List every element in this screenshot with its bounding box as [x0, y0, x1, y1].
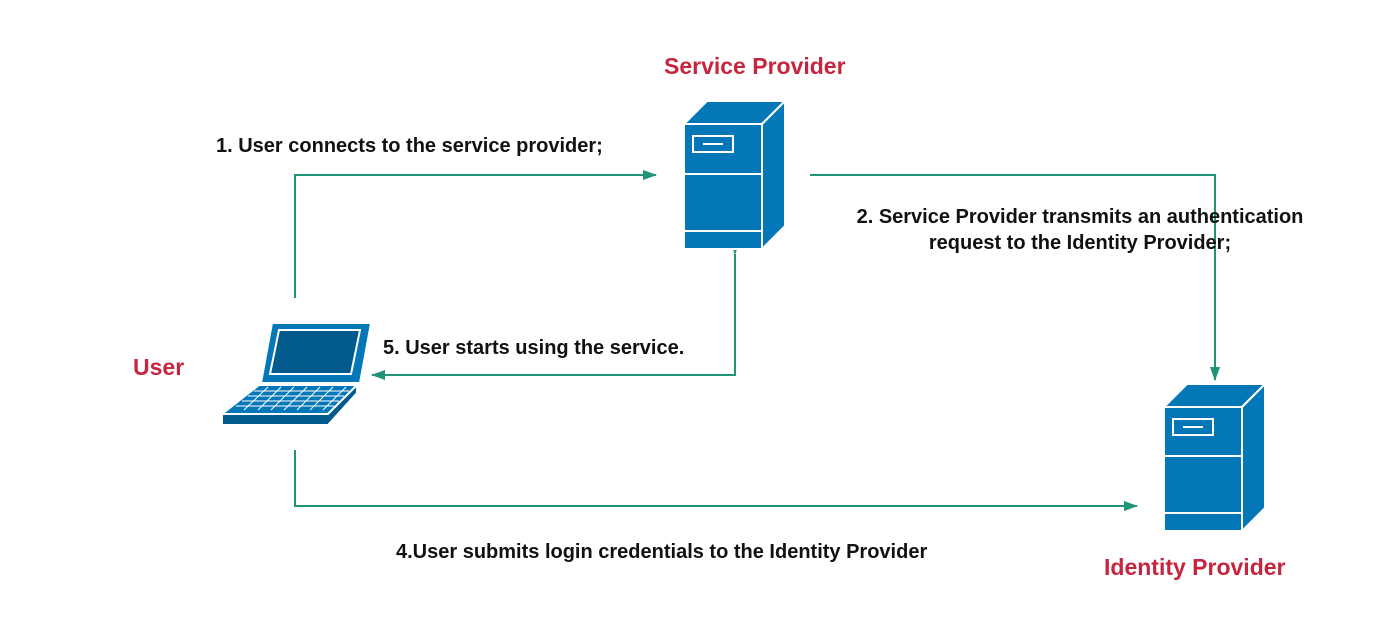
user-label: User [133, 354, 185, 380]
arrow-service-provider-to-user [371, 241, 740, 380]
identity-provider-label: Identity Provider [1104, 554, 1286, 580]
step-2-label: 2. Service Provider transmits an authent… [830, 204, 1330, 256]
step-2-line-2: request to the Identity Provider; [928, 232, 1232, 254]
user-laptop-icon [219, 322, 373, 426]
service-provider-label: Service Provider [664, 53, 846, 79]
step-5-label: 5. User starts using the service. [383, 337, 685, 359]
step-1-label: 1. User connects to the service provider… [216, 135, 603, 157]
step-2-line-1: 2. Service Provider transmits an authent… [856, 206, 1304, 228]
identity-provider-server-icon [1161, 381, 1268, 534]
step-4-label: 4.User submits login credentials to the … [396, 541, 928, 563]
arrow-service-provider-to-identity-provider [810, 174, 1220, 381]
arrow-user-to-service-provider [294, 170, 657, 298]
service-provider-server-icon [681, 98, 788, 252]
arrow-user-to-identity-provider [294, 450, 1138, 511]
